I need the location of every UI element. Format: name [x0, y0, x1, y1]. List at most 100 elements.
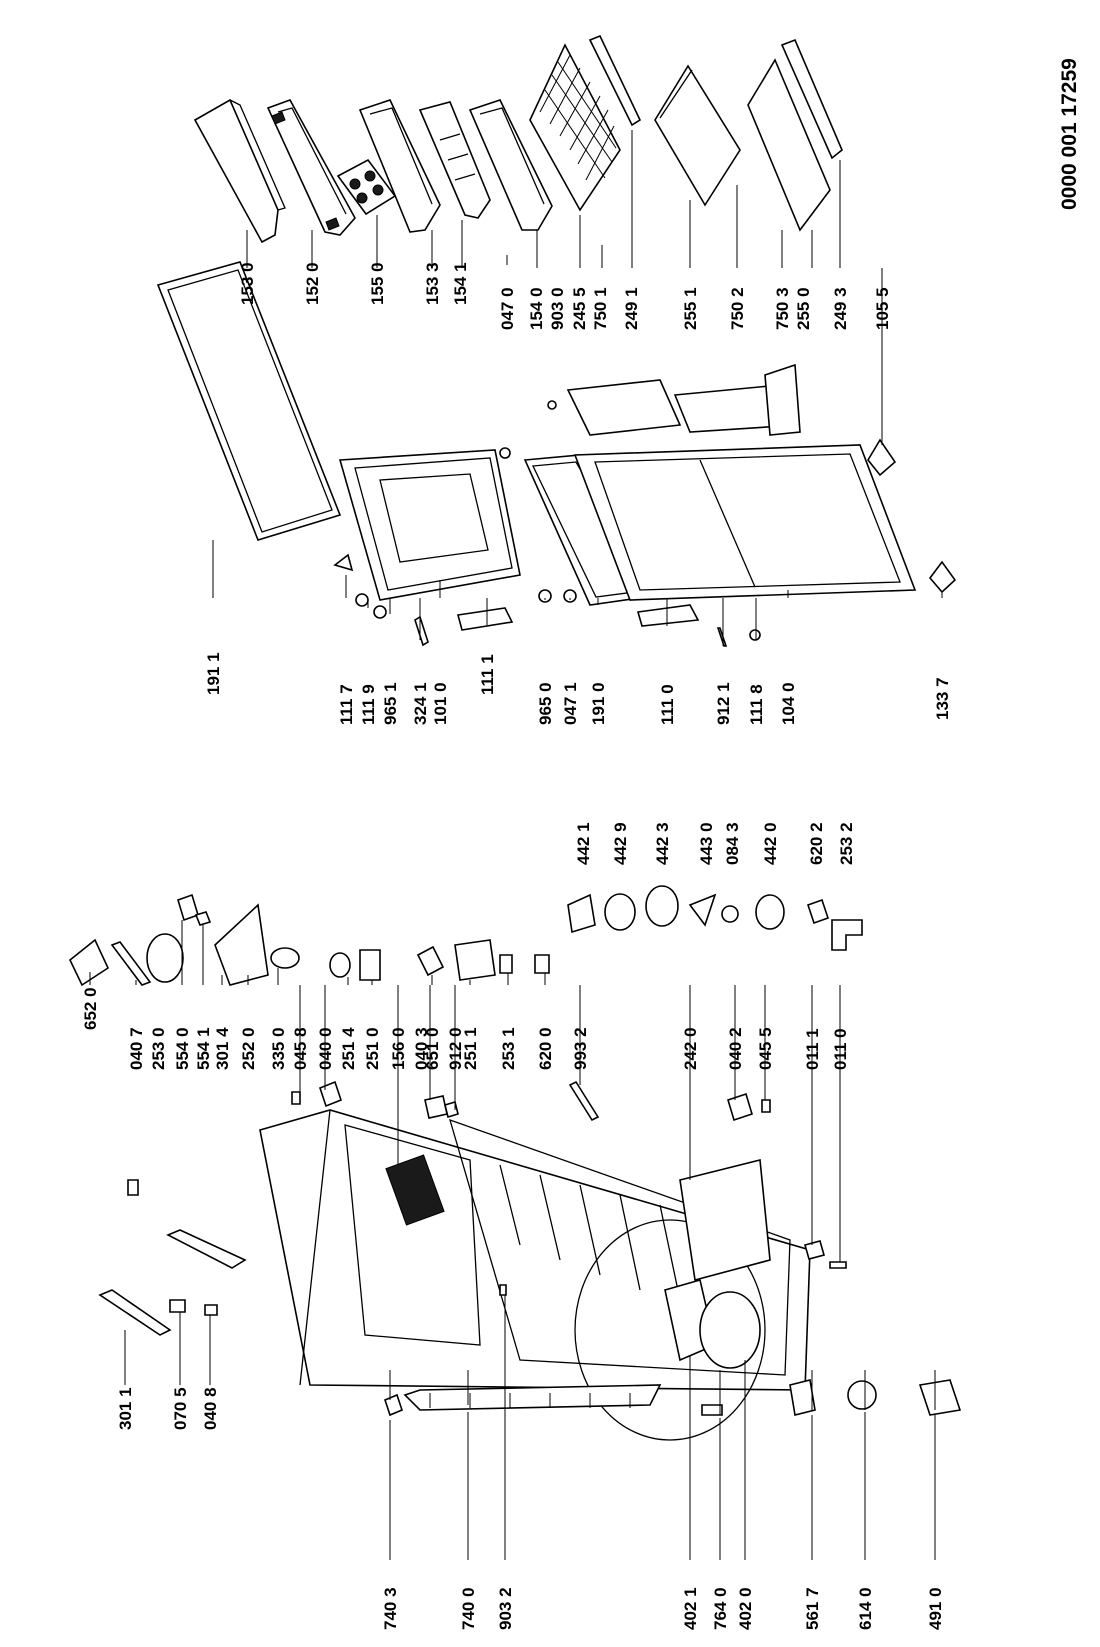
label-7503: 750 3	[773, 287, 792, 330]
label-1040: 104 0	[779, 682, 798, 725]
cabinet-hardware	[291, 1080, 847, 1269]
label-9032: 903 2	[496, 1587, 515, 1630]
label-2511: 251 1	[461, 1027, 480, 1070]
label-0458: 045 8	[291, 1027, 310, 1070]
door-bin-1530	[193, 98, 286, 244]
label-4423: 442 3	[653, 822, 672, 865]
door-gasket-1911	[156, 261, 342, 541]
egg-tray-1550	[336, 158, 397, 216]
label-1055: 105 5	[873, 287, 892, 330]
label-0110: 011 0	[831, 1028, 850, 1070]
label-3011: 301 1	[116, 1387, 135, 1430]
label-1117: 111 7	[337, 684, 356, 725]
door-bin-1533	[358, 99, 441, 233]
door-bin-1520	[266, 99, 356, 236]
label-5617: 561 7	[803, 1587, 822, 1630]
label-5541: 554 1	[194, 1027, 213, 1070]
label-4021: 402 1	[681, 1587, 700, 1630]
label-3241: 324 1	[411, 682, 430, 725]
label-2455: 245 5	[570, 287, 589, 330]
label-2550: 255 0	[794, 287, 813, 330]
label-6202: 620 2	[807, 822, 826, 865]
top-cover-parts	[98, 1179, 247, 1336]
label-2551: 255 1	[681, 287, 700, 330]
fan-parts	[567, 885, 863, 951]
label-0408: 040 8	[201, 1387, 220, 1430]
label-2493: 249 3	[831, 287, 850, 330]
leader-lines-bottom	[124, 1300, 936, 1560]
label-9932: 993 2	[571, 1027, 590, 1070]
label-3014: 301 4	[213, 1027, 232, 1070]
glass-shelf-2551	[654, 64, 741, 207]
label-1910: 191 0	[589, 682, 608, 725]
foot-1337	[928, 560, 957, 594]
label-2530: 253 0	[149, 1027, 168, 1070]
label-1110: 111 0	[658, 684, 677, 725]
compressor-area	[664, 1278, 761, 1369]
label-4429: 442 9	[611, 822, 630, 865]
freezer-door-1010	[338, 449, 521, 601]
label-2510: 251 0	[363, 1027, 382, 1070]
shelf-trim-2493	[780, 38, 843, 160]
label-9651: 965 1	[381, 682, 400, 725]
label-2531: 253 1	[499, 1027, 518, 1070]
label-0843: 084 3	[723, 822, 742, 865]
label-1111: 111 1	[478, 654, 497, 695]
label-3350: 335 0	[269, 1027, 288, 1070]
label-4020: 402 0	[736, 1587, 755, 1630]
wire-shelf-2455	[529, 43, 621, 212]
hinge-parts-upper	[333, 553, 514, 647]
label-0402: 040 2	[726, 1027, 745, 1070]
label-0403: 040 3	[412, 1027, 431, 1070]
label-1541: 154 1	[451, 262, 470, 305]
small-parts-left	[384, 1284, 962, 1417]
label-9650: 965 0	[536, 682, 555, 725]
label-1118: 111 8	[747, 684, 766, 725]
shelf-trim-2491	[588, 34, 642, 127]
label-1520: 152 0	[303, 262, 322, 305]
label-1533: 153 3	[423, 262, 442, 305]
door-bin-1540	[468, 99, 553, 231]
glass-shelf-2550	[747, 58, 831, 232]
document-code: 0000 001 17259	[1058, 58, 1081, 210]
label-9030: 903 0	[548, 287, 567, 330]
label-1911: 191 1	[204, 652, 223, 695]
label-1550: 155 0	[368, 262, 387, 305]
label-1560: 156 0	[389, 1027, 408, 1070]
door-rack-7503	[764, 363, 801, 436]
label-1337: 133 7	[933, 677, 952, 720]
label-7501: 750 1	[591, 287, 610, 330]
label-4421: 442 1	[574, 822, 593, 865]
label-6140: 614 0	[856, 1587, 875, 1630]
label-2491: 249 1	[622, 287, 641, 330]
label-0455: 045 5	[756, 1027, 775, 1070]
label-9120: 912 0	[446, 1027, 465, 1070]
label-2514: 251 4	[339, 1027, 358, 1070]
label-2420: 242 0	[681, 1027, 700, 1070]
control-parts	[69, 893, 600, 1122]
label-1010: 101 0	[431, 682, 450, 725]
label-7400: 740 0	[459, 1587, 478, 1630]
label-7640: 764 0	[711, 1587, 730, 1630]
label-6510: 651 0	[423, 1027, 442, 1070]
label-6200: 620 0	[536, 1027, 555, 1070]
label-0400: 040 0	[316, 1027, 335, 1070]
condenser-7400	[403, 1384, 662, 1411]
label-1119: 111 9	[359, 684, 378, 725]
foot-1055	[867, 438, 897, 477]
label-1530: 153 0	[238, 262, 257, 305]
label-0705: 070 5	[171, 1387, 190, 1430]
label-4430: 443 0	[697, 822, 716, 865]
label-2532: 253 2	[837, 822, 856, 865]
label-0407: 040 7	[127, 1027, 146, 1070]
label-5540: 554 0	[173, 1027, 192, 1070]
door-bin-1541	[418, 101, 491, 219]
label-4910: 491 0	[926, 1587, 945, 1630]
label-4420: 442 0	[761, 822, 780, 865]
hinge-parts-lower	[499, 400, 761, 647]
door-bin-7501	[566, 379, 682, 436]
label-7502: 750 2	[728, 287, 747, 330]
fridge-door-1040	[573, 444, 917, 601]
